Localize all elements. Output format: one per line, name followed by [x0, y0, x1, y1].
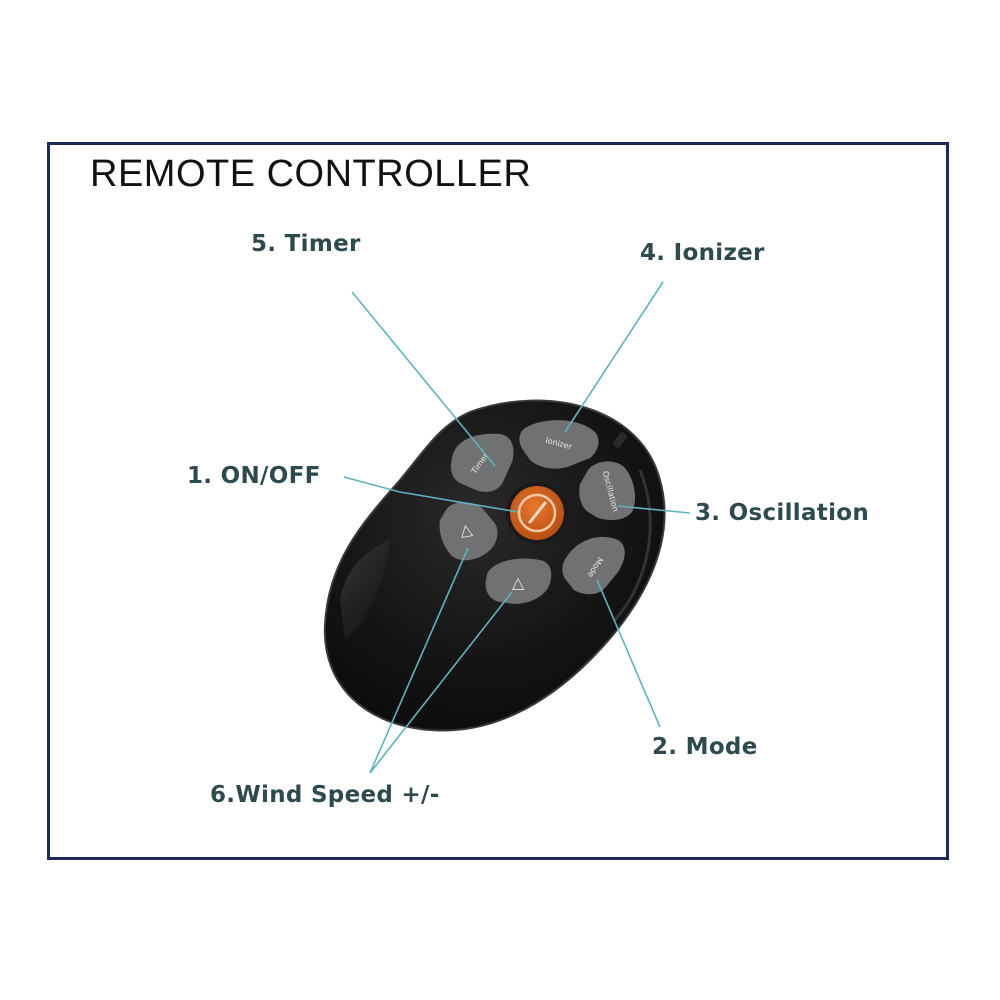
speed-up-button[interactable]: △ [485, 558, 552, 605]
callout-oscillation: 3. Oscillation [695, 500, 870, 526]
power-button[interactable] [506, 482, 568, 544]
timer-button[interactable]: Timer [450, 433, 514, 492]
on-off-leader-line [343, 476, 519, 513]
ionizer-leader-line [564, 281, 664, 433]
wind-speed-leader-line-2 [369, 591, 513, 774]
callout-mode: 2. Mode [652, 734, 758, 760]
power-icon [528, 501, 547, 524]
diagram-frame [47, 142, 949, 860]
mode-leader-line [596, 579, 661, 728]
ionizer-button[interactable]: Ionizer [519, 420, 599, 469]
oscillation-leader-line [617, 505, 691, 514]
speed-plus-icon: △ [512, 573, 525, 592]
oscillation-button[interactable]: Oscillation [579, 461, 636, 520]
leader-lines [343, 281, 691, 774]
callout-wind-speed: 6.Wind Speed +/- [210, 782, 440, 808]
speed-minus-icon: △ [458, 519, 474, 540]
mode-button[interactable]: Mode [562, 536, 625, 595]
callout-ionizer: 4. Ionizer [640, 240, 765, 266]
timer-leader-line [351, 291, 496, 467]
callout-timer: 5. Timer [251, 231, 361, 257]
wind-speed-leader-line-1 [369, 547, 469, 774]
diagram-title: REMOTE CONTROLLER [90, 153, 532, 195]
callout-on-off: 1. ON/OFF [187, 463, 321, 489]
speed-down-button[interactable]: △ [439, 502, 498, 561]
remote-body [323, 399, 666, 732]
